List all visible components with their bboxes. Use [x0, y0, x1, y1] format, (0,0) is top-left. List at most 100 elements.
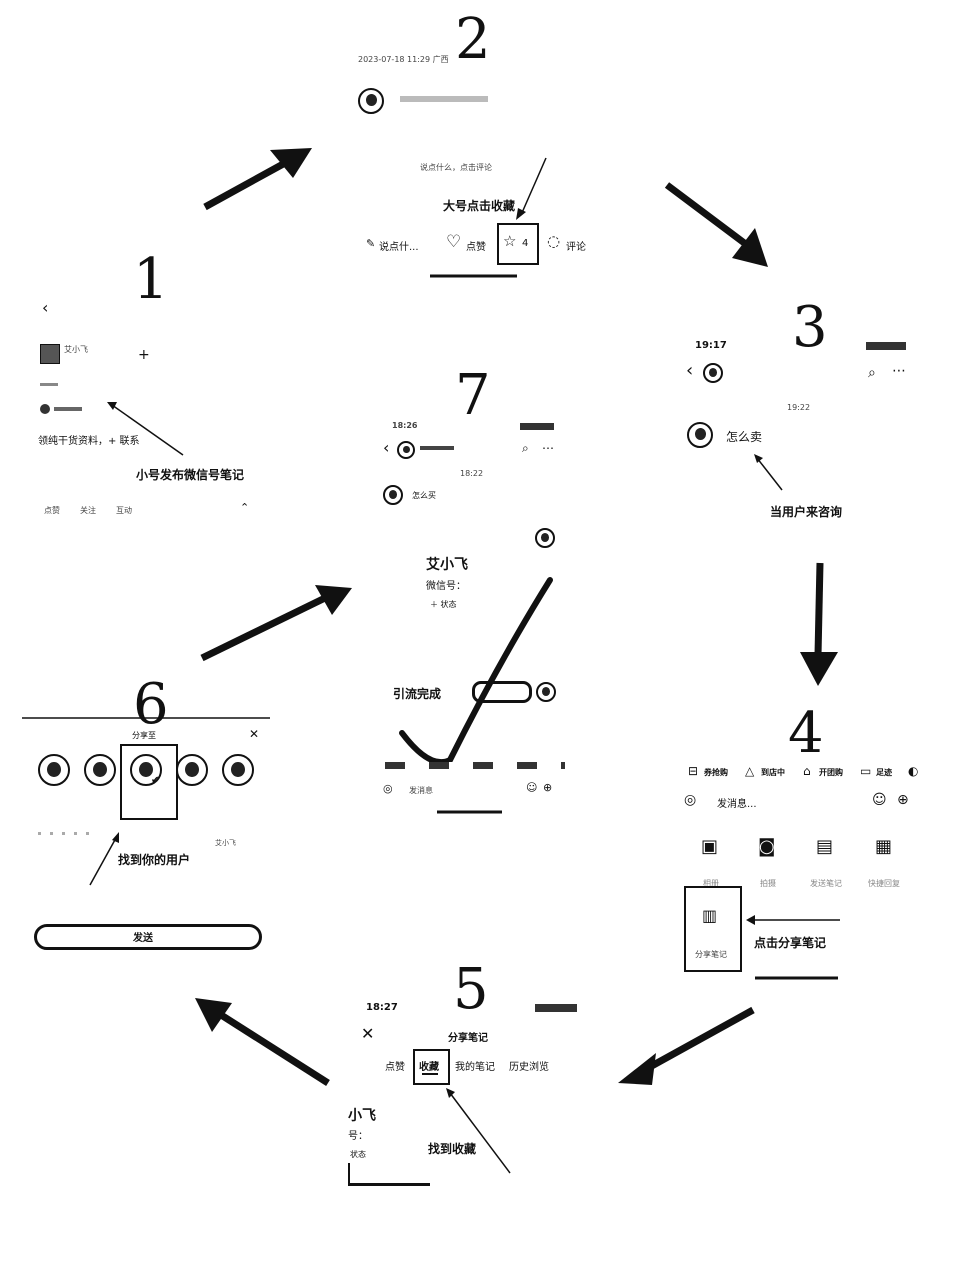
message-input[interactable]: 发消息...	[717, 799, 757, 810]
status-bar-icons	[866, 342, 906, 350]
note-card[interactable]	[348, 1163, 430, 1186]
share-note-card-highlight[interactable]	[684, 886, 742, 972]
more-chip-icon[interactable]: ◐	[908, 764, 919, 778]
heart-icon[interactable]: ♡	[446, 232, 462, 252]
avatar[interactable]	[687, 422, 713, 448]
chip-4[interactable]: 足迹	[876, 768, 892, 777]
step-number-4: 4	[788, 701, 824, 766]
step-number-3: 3	[792, 295, 828, 360]
chip-2[interactable]: 到店中	[761, 768, 785, 777]
comment-icon[interactable]: ◌	[547, 232, 561, 250]
tab-collect-highlight[interactable]	[413, 1049, 450, 1085]
check-icon: ✔	[151, 775, 160, 786]
back-arrow-icon[interactable]: ‹	[686, 360, 694, 381]
tab-my-notes[interactable]: 我的笔记	[455, 1062, 495, 1073]
photo-icon[interactable]: ▣	[701, 836, 719, 857]
send-button-label[interactable]: 发送	[133, 933, 153, 944]
search-icon[interactable]: ⌕	[522, 441, 529, 455]
status-bar-icons	[520, 423, 554, 430]
close-icon[interactable]: ✕	[249, 727, 260, 741]
tab-collect[interactable]: 收藏	[419, 1062, 439, 1073]
tab-like[interactable]: 点赞	[44, 506, 60, 515]
chat-time: 19:22	[787, 403, 811, 412]
say-something-input[interactable]: 说点什...	[379, 242, 419, 253]
chat-message: 怎么卖	[726, 430, 763, 444]
note-icon[interactable]: ▤	[816, 836, 834, 857]
contact-avatar[interactable]	[84, 754, 116, 786]
pointer-arrow-find-user	[89, 832, 119, 886]
profile-name: 艾小飞	[64, 345, 88, 354]
contact-avatar[interactable]	[38, 754, 70, 786]
status-time: 19:17	[695, 340, 727, 351]
contact-avatar[interactable]	[222, 754, 254, 786]
emoji-icon[interactable]: ☺	[526, 781, 538, 794]
post-text: 领纯干货资料，+ 联系	[38, 436, 140, 447]
divider	[40, 383, 58, 386]
quick-chip-row[interactable]	[385, 762, 565, 769]
post-timestamp: 2023-07-18 11:29 广西	[358, 55, 449, 64]
tab-history[interactable]: 历史浏览	[509, 1062, 549, 1073]
voice-icon[interactable]: ◎	[684, 792, 697, 808]
contact-avatar[interactable]	[130, 754, 162, 786]
plus-icon[interactable]: +	[138, 347, 150, 363]
step-number-1: 1	[133, 247, 169, 312]
active-tab-indicator	[422, 1073, 438, 1075]
tool-send-note[interactable]: 发送笔记	[810, 879, 842, 888]
avatar	[40, 404, 50, 414]
avatar[interactable]	[40, 344, 60, 364]
star-icon[interactable]: ☆	[503, 232, 517, 250]
send-button[interactable]	[34, 924, 262, 950]
annotation-find-user: 找到你的用户	[118, 853, 191, 867]
selected-user-highlight[interactable]	[120, 744, 178, 820]
tool-photo[interactable]: 相册	[703, 879, 719, 888]
tab-like[interactable]: 点赞	[385, 1062, 405, 1073]
tool-quick-reply[interactable]: 快捷回复	[868, 879, 900, 888]
contact-avatar[interactable]	[176, 754, 208, 786]
footprint-icon[interactable]: ▭	[860, 764, 872, 778]
store-icon[interactable]: △	[745, 764, 755, 778]
annotation-post: 小号发布微信号笔记	[136, 468, 245, 482]
pointer-arrow-post	[107, 402, 184, 456]
step-number-2: 2	[455, 7, 491, 72]
camera-icon[interactable]: ◙	[758, 836, 776, 857]
plus-circle-icon[interactable]: ⊕	[543, 781, 553, 794]
search-icon[interactable]: ⌕	[868, 365, 876, 381]
pointer-arrow-share	[746, 915, 840, 925]
avatar	[536, 682, 556, 702]
user-name: 艾小飞	[215, 839, 236, 847]
back-arrow-icon[interactable]: ‹	[383, 438, 390, 457]
flow-arrow-1-to-2	[203, 148, 312, 211]
avatar[interactable]	[703, 363, 723, 383]
quick-reply-icon[interactable]: ▦	[875, 836, 893, 857]
share-note-label[interactable]: 分享笔记	[695, 950, 727, 959]
divider	[38, 832, 92, 835]
chip-3[interactable]: 开团购	[819, 768, 843, 777]
message-input[interactable]: 发消息	[409, 786, 433, 795]
group-icon[interactable]: ⌂	[803, 764, 811, 778]
tab-interact[interactable]: 互动	[116, 506, 132, 515]
card-wechat-label: 微信号：	[426, 581, 466, 592]
share-to-title: 分享至	[132, 731, 156, 740]
more-icon[interactable]: ⋯	[892, 363, 906, 379]
avatar[interactable]	[397, 441, 415, 459]
share-note-icon[interactable]: ▥	[702, 906, 718, 925]
back-arrow-icon[interactable]: ‹	[42, 298, 49, 317]
more-icon[interactable]: ⋯	[542, 441, 554, 455]
voice-icon[interactable]: ◎	[383, 782, 393, 795]
collect-button-highlight[interactable]	[497, 223, 539, 265]
chip-1[interactable]: 券抢购	[704, 768, 728, 777]
chevron-up-icon[interactable]: ⌃	[240, 501, 250, 514]
plus-circle-icon[interactable]: ⊕	[897, 792, 909, 808]
pointer-arrow-consult	[754, 454, 783, 491]
close-icon[interactable]: ✕	[361, 1024, 375, 1043]
username-placeholder	[54, 407, 82, 411]
card-status: 状态	[350, 1150, 366, 1159]
avatar[interactable]	[383, 485, 403, 505]
flow-arrow-3-to-4	[800, 562, 838, 686]
tab-follow[interactable]: 关注	[80, 506, 96, 515]
coupon-icon[interactable]: ⊟	[688, 764, 699, 778]
checkmark-icon	[399, 577, 553, 766]
tool-camera[interactable]: 拍摄	[760, 879, 776, 888]
emoji-icon[interactable]: ☺	[872, 792, 887, 808]
avatar[interactable]	[358, 88, 384, 114]
